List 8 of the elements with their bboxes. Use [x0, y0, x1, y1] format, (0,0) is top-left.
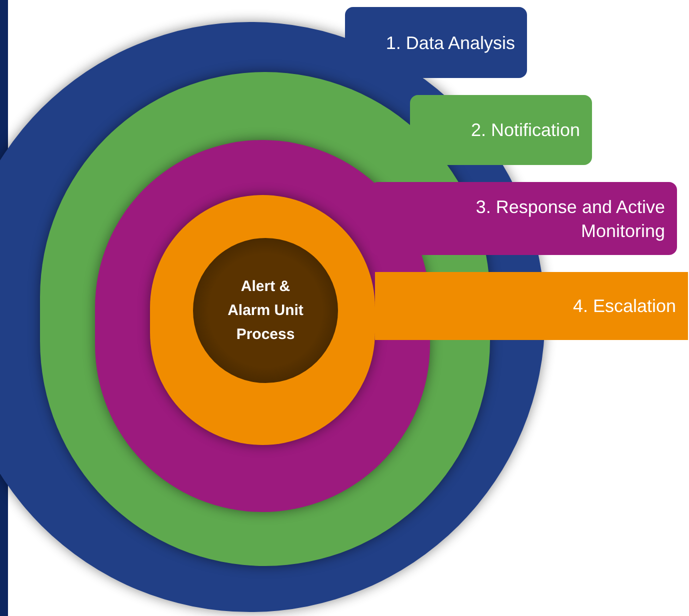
label-tab: [345, 7, 527, 78]
tab-label: 3. Response and Active Monitoring: [474, 196, 665, 242]
tab-label: 4. Escalation: [572, 295, 676, 318]
label-tab: [375, 272, 688, 340]
tab-label: 1. Data Analysis: [386, 32, 515, 54]
tab-label: 2. Notification: [470, 119, 580, 142]
label-tab: [410, 95, 592, 165]
center-label: Alert & Alarm Unit Process: [226, 276, 304, 344]
